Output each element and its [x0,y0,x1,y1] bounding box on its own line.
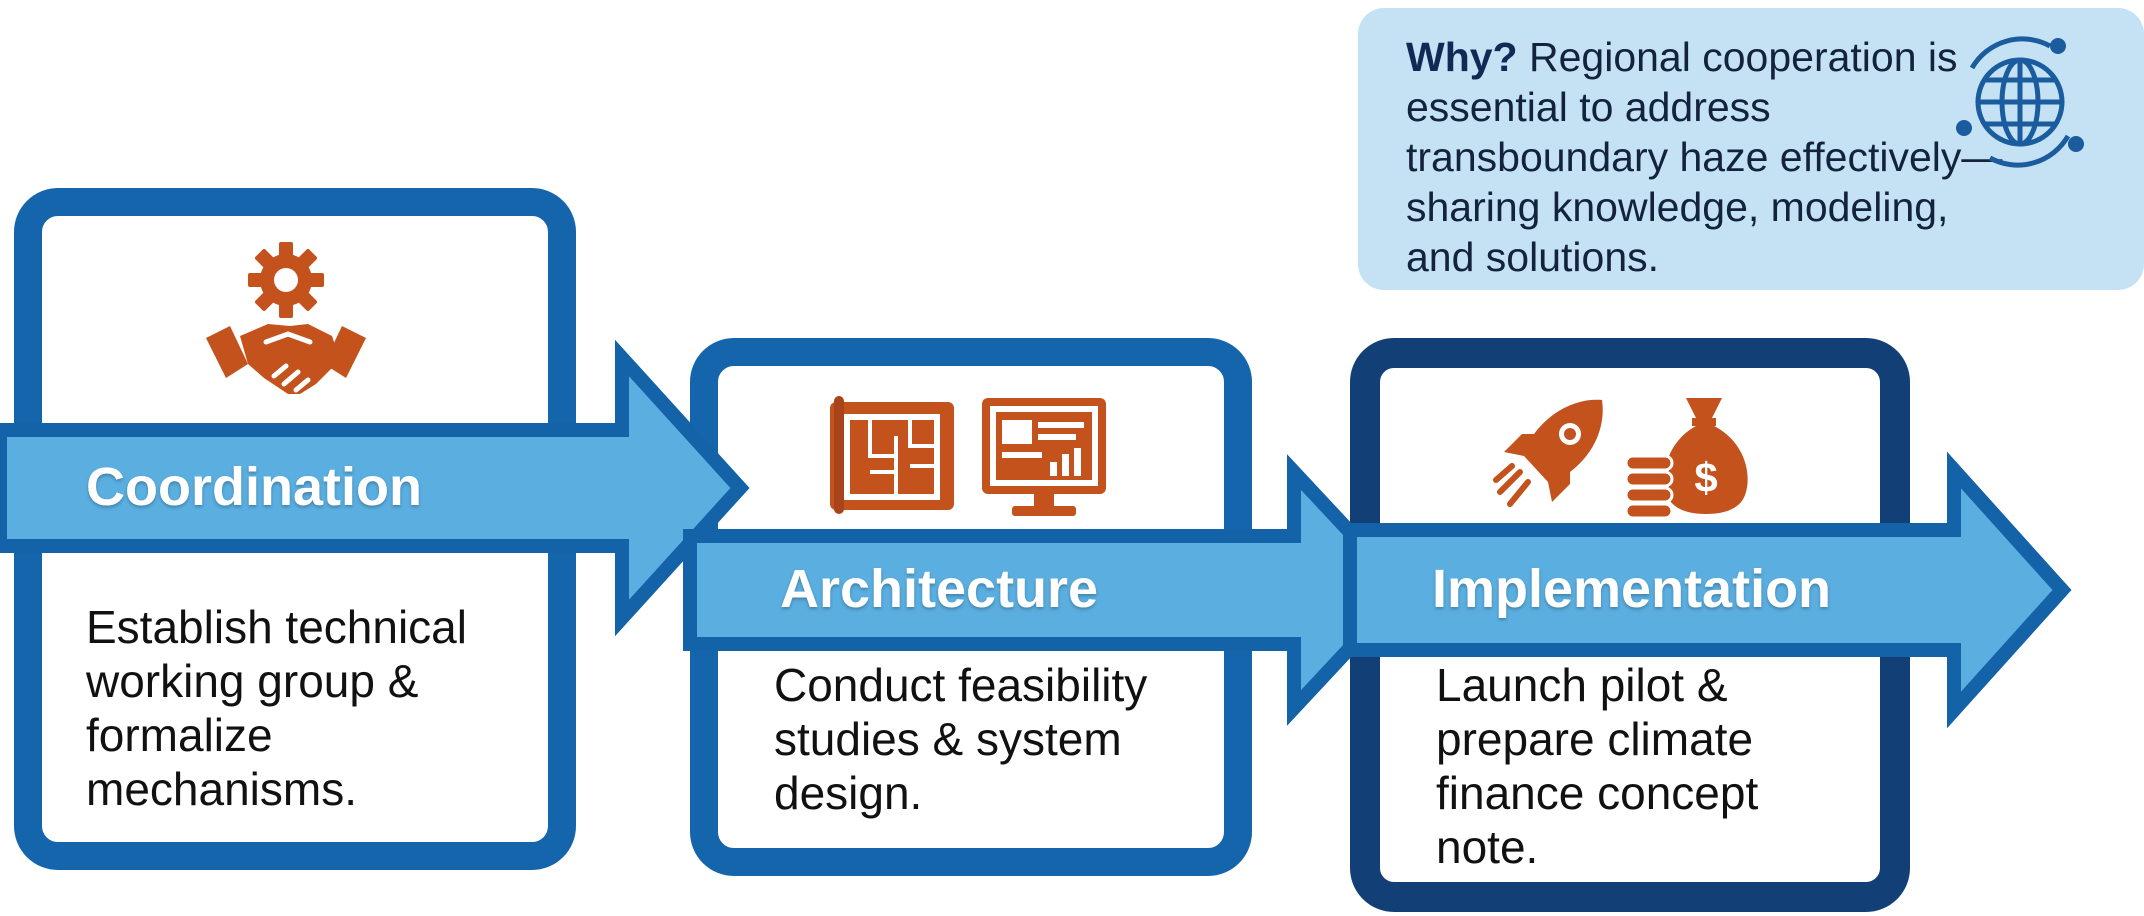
gear-icon [248,242,324,318]
monitor-dashboard-icon [982,398,1106,516]
callout-label: Why? [1406,34,1518,80]
money-bag-coins-icon: $ [1624,398,1748,520]
stage-description-coordination: Establish technical working group & form… [86,601,467,815]
stage-title-coordination: Coordination [86,457,422,517]
stage-title-implementation: Implementation [1432,559,1832,619]
callout-text: Why? Regional cooperation is essential t… [1406,32,2026,282]
stage-title-architecture: Architecture [780,559,1099,619]
callout-body: Regional cooperation is essential to add… [1406,34,2003,280]
svg-text:$: $ [1694,454,1717,501]
callout-box [1358,8,2144,290]
globe-network-icon [1956,36,2084,168]
rocket-icon [1493,399,1603,507]
handshake-icon [206,324,366,394]
blueprint-icon [830,396,954,514]
stage-description-implementation: Launch pilot & prepare climate finance c… [1436,659,1759,873]
stage-description-architecture: Conduct feasibility studies & system des… [774,659,1148,819]
